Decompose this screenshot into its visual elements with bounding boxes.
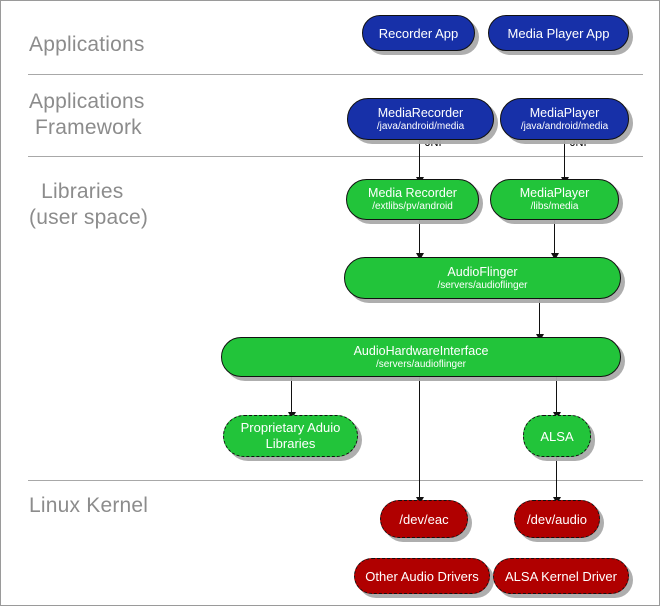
node-audioflinger[interactable]: AudioFlinger /servers/audioflinger: [344, 257, 621, 299]
node-title: Media Player App: [507, 25, 610, 41]
connector-audioflinger-audiohardwareinterface: [539, 298, 540, 338]
connector-ahi-dev-eac: [419, 376, 420, 501]
node-audiohardwareinterface[interactable]: AudioHardwareInterface /servers/audiofli…: [221, 337, 621, 377]
node-title: ALSA Kernel Driver: [505, 568, 617, 584]
node-subtitle: /java/android/media: [520, 120, 609, 132]
node-title: MediaRecorder: [377, 105, 464, 120]
node-recorder-app[interactable]: Recorder App: [362, 15, 475, 51]
divider-framework: [28, 156, 643, 157]
node-title: Recorder App: [378, 25, 459, 41]
node-title: ALSA: [540, 428, 574, 444]
node-title: /dev/eac: [399, 511, 449, 527]
node-dev-audio[interactable]: /dev/audio: [514, 500, 600, 538]
node-alsa-kernel-driver[interactable]: ALSA Kernel Driver: [493, 558, 629, 594]
node-mediaplayer-lib[interactable]: MediaPlayer /libs/media: [490, 179, 619, 220]
node-alsa[interactable]: ALSA: [523, 415, 591, 457]
connector-ahi-alsa: [556, 376, 557, 416]
node-mediarecorder-framework[interactable]: MediaRecorder /java/android/media: [347, 98, 494, 140]
node-dev-eac[interactable]: /dev/eac: [380, 500, 468, 538]
node-subtitle: /servers/audioflinger: [437, 279, 528, 291]
connector-mediarecorder-jni: [419, 139, 420, 181]
layer-label-libraries: Libraries (user space): [29, 180, 149, 229]
connector-ahi-proprietary: [291, 376, 292, 416]
connector-label-jni-right: JNI: [570, 137, 587, 149]
divider-libraries: [28, 480, 643, 481]
node-title: Proprietary Aduio Libraries: [240, 420, 341, 451]
node-title: /dev/audio: [527, 511, 587, 527]
node-title: AudioFlinger: [447, 264, 518, 279]
layer-label-linux-kernel: Linux Kernel: [29, 494, 149, 517]
node-title: Other Audio Drivers: [365, 568, 479, 584]
connector-mediaplayerlib-audioflinger: [554, 219, 555, 257]
connector-alsa-dev-audio: [556, 456, 557, 501]
node-title: Media Recorder: [368, 186, 457, 200]
connector-mediaplayer-jni: [564, 139, 565, 181]
layer-label-applications-framework: Applications Framework: [29, 90, 145, 139]
divider-applications: [28, 74, 643, 75]
node-subtitle: /java/android/media: [376, 120, 465, 132]
node-title: MediaPlayer: [519, 186, 590, 200]
node-subtitle: /servers/audioflinger: [375, 358, 467, 370]
node-media-recorder-lib[interactable]: Media Recorder /extlibs/pv/android: [346, 179, 479, 220]
node-media-player-app[interactable]: Media Player App: [488, 15, 629, 51]
connector-mediarecorderlib-audioflinger: [419, 219, 420, 257]
layer-label-applications: Applications: [29, 33, 145, 56]
node-mediaplayer-framework[interactable]: MediaPlayer /java/android/media: [500, 98, 629, 140]
node-subtitle: /extlibs/pv/android: [372, 201, 453, 212]
node-proprietary-audio-libraries[interactable]: Proprietary Aduio Libraries: [223, 415, 358, 457]
connector-label-jni-left: JNI: [425, 137, 442, 149]
node-title: MediaPlayer: [529, 105, 600, 120]
node-subtitle: /libs/media: [530, 201, 579, 212]
node-title: AudioHardwareInterface: [353, 343, 489, 358]
node-other-audio-drivers[interactable]: Other Audio Drivers: [354, 558, 490, 594]
